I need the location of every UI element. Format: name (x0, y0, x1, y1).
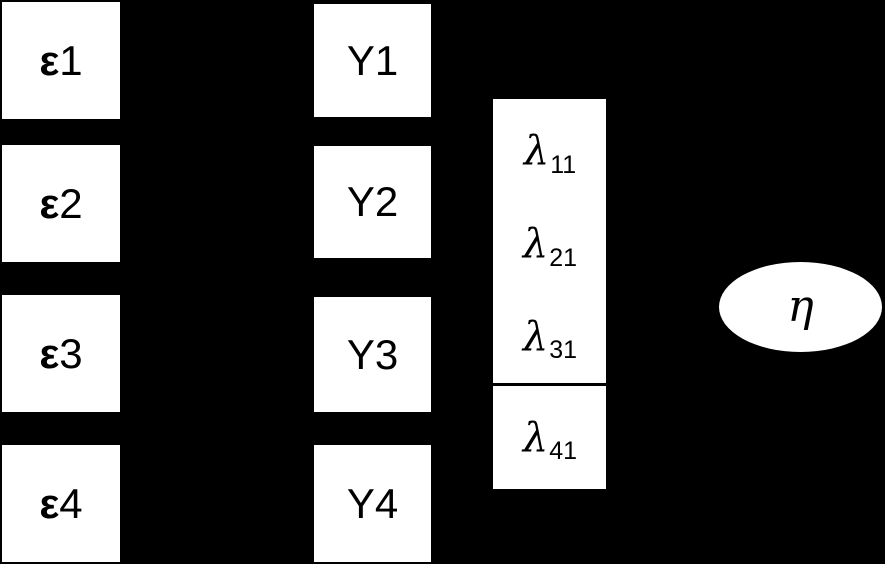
lambda-symbol: λ (522, 414, 549, 461)
indicator-label: Y1 (346, 36, 399, 84)
indicator-label: Y4 (346, 479, 399, 527)
error-term-index: 3 (59, 329, 83, 377)
error-term-index: 1 (59, 36, 83, 84)
loading-lambda-41: λ41 (522, 414, 577, 464)
error-term-symbol: ε (39, 479, 60, 527)
latent-variable-ellipse: η (719, 262, 882, 352)
error-term-symbol: ε (39, 179, 60, 227)
error-term-index: 2 (59, 179, 83, 227)
loading-vector-upper-section: λ11 λ21 λ31 (493, 99, 606, 383)
indicator-box-y3: Y3 (314, 297, 431, 412)
lambda-symbol: λ (522, 313, 549, 360)
loading-vector-panel: λ11 λ21 λ31 λ41 (493, 99, 606, 489)
error-term-index: 4 (59, 479, 83, 527)
lambda-subscript: 31 (549, 336, 578, 365)
latent-variable-label: η (787, 281, 814, 332)
loading-lambda-31: λ31 (522, 313, 577, 363)
lambda-subscript: 21 (549, 243, 578, 272)
indicator-label: Y2 (346, 178, 399, 225)
error-term-symbol: ε (39, 329, 60, 377)
lambda-symbol: λ (522, 220, 549, 267)
indicator-box-y1: Y1 (314, 4, 431, 117)
matrix-partition-line (493, 383, 606, 386)
lambda-subscript: 11 (550, 151, 577, 180)
indicator-box-y4: Y4 (314, 445, 431, 562)
lambda-subscript: 41 (549, 437, 578, 466)
loading-vector-lower-section: λ41 (493, 386, 606, 489)
indicator-box-y2: Y2 (314, 146, 431, 258)
loading-lambda-11: λ11 (523, 128, 576, 177)
lambda-symbol: λ (523, 128, 550, 175)
indicator-label: Y3 (346, 330, 399, 378)
error-term-symbol: ε (39, 36, 60, 84)
loading-lambda-21: λ21 (522, 220, 577, 270)
